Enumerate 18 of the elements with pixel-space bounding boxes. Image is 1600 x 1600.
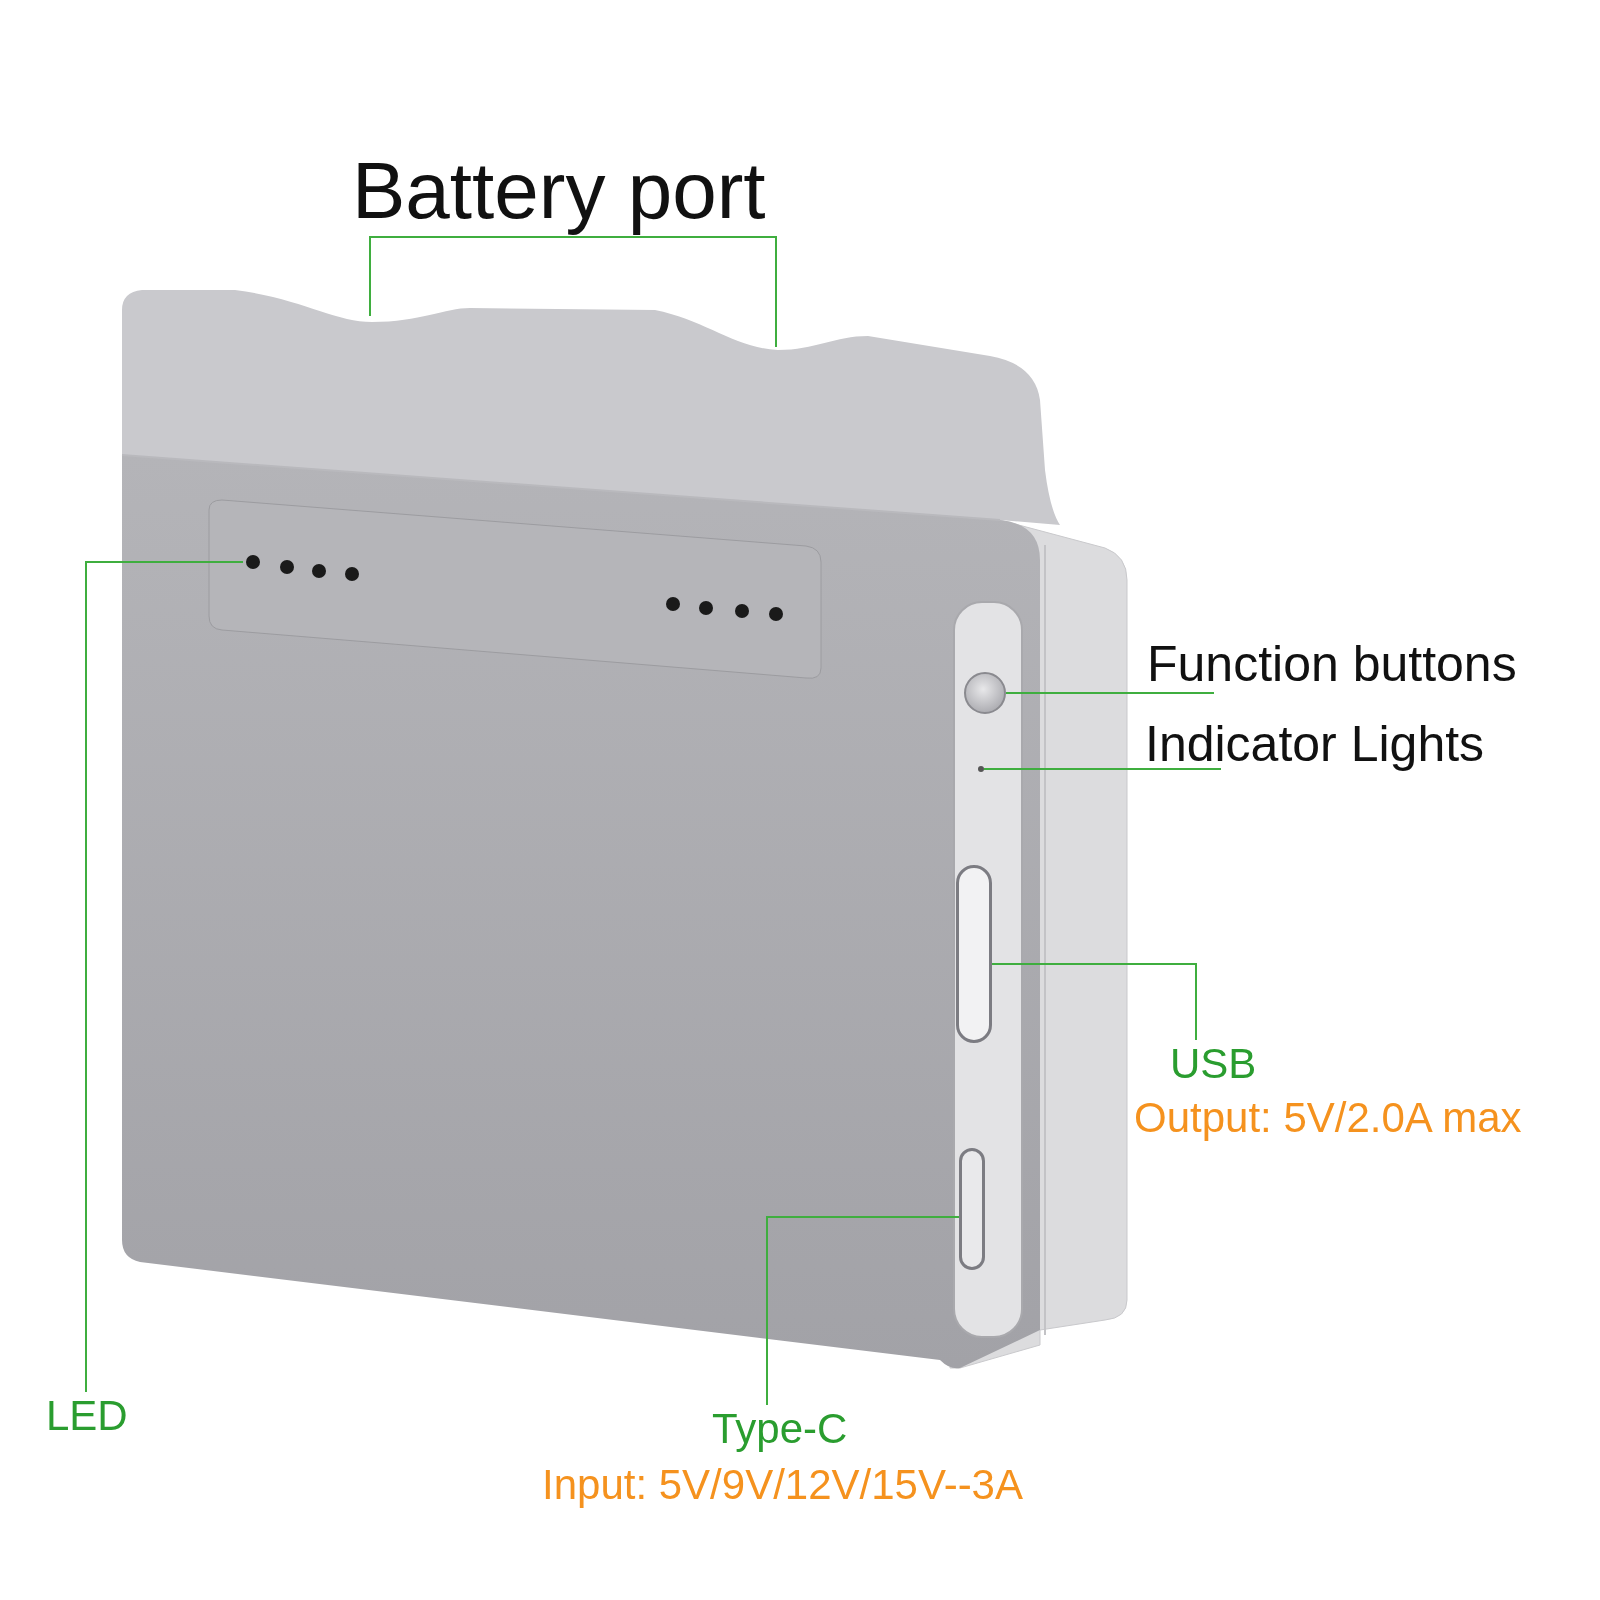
callout-label: Battery port [352, 145, 766, 237]
leader-line [766, 1216, 960, 1406]
spec-text: Output: 5V/2.0A max [1134, 1094, 1522, 1143]
leader-line [85, 561, 244, 1393]
leader-line [991, 963, 1197, 1041]
leader-line [983, 768, 1222, 770]
spec-text: Input: 5V/9V/12V/15V--3A [542, 1461, 1023, 1510]
callout-label: Type-C [712, 1405, 848, 1454]
callout-label: USB [1170, 1040, 1257, 1089]
callout-label: Indicator Lights [1145, 716, 1485, 774]
indicator-light [978, 766, 984, 772]
callout-label: LED [46, 1392, 128, 1441]
leader-line [1005, 692, 1215, 694]
callout-label: Function buttons [1147, 636, 1517, 694]
leader-line [591, 236, 777, 348]
leader-line [369, 236, 593, 317]
usb-c-port [959, 1148, 985, 1270]
usb-port [956, 865, 992, 1043]
